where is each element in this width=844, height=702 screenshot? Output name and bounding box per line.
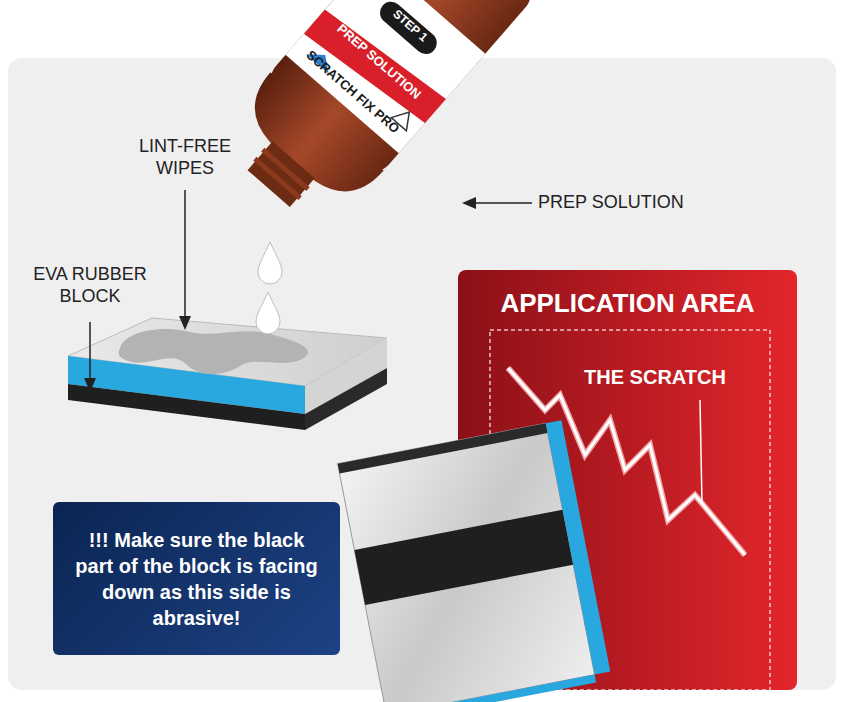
leader-line (184, 190, 186, 318)
node-text: !!! Make sure the black part of the bloc… (69, 527, 324, 631)
leader-line (474, 202, 532, 204)
rubber-block (68, 318, 387, 430)
arrowhead (462, 197, 476, 209)
callout-label: PREP SOLUTION (538, 192, 728, 214)
leader-line (89, 322, 91, 380)
arrowhead (84, 378, 96, 392)
drop (258, 242, 282, 284)
rubber-block-front (338, 420, 612, 702)
node-text: THE SCRATCH (550, 366, 760, 389)
warning-note: !!! Make sure the black part of the bloc… (53, 502, 340, 655)
scratch-leader (700, 400, 702, 505)
prep-bottle (212, 0, 538, 238)
callout-label: EVA RUBBER BLOCK (20, 264, 160, 307)
callout-label: LINT-FREE WIPES (120, 136, 250, 179)
wipe (119, 329, 308, 374)
node-text: APPLICATION AREA (458, 288, 797, 319)
scratch-area-node: THE SCRATCH (490, 330, 770, 420)
application-panel-node: APPLICATION AREA THE SCRATCH (458, 270, 797, 690)
arrowhead (179, 316, 191, 330)
drop (256, 292, 280, 334)
